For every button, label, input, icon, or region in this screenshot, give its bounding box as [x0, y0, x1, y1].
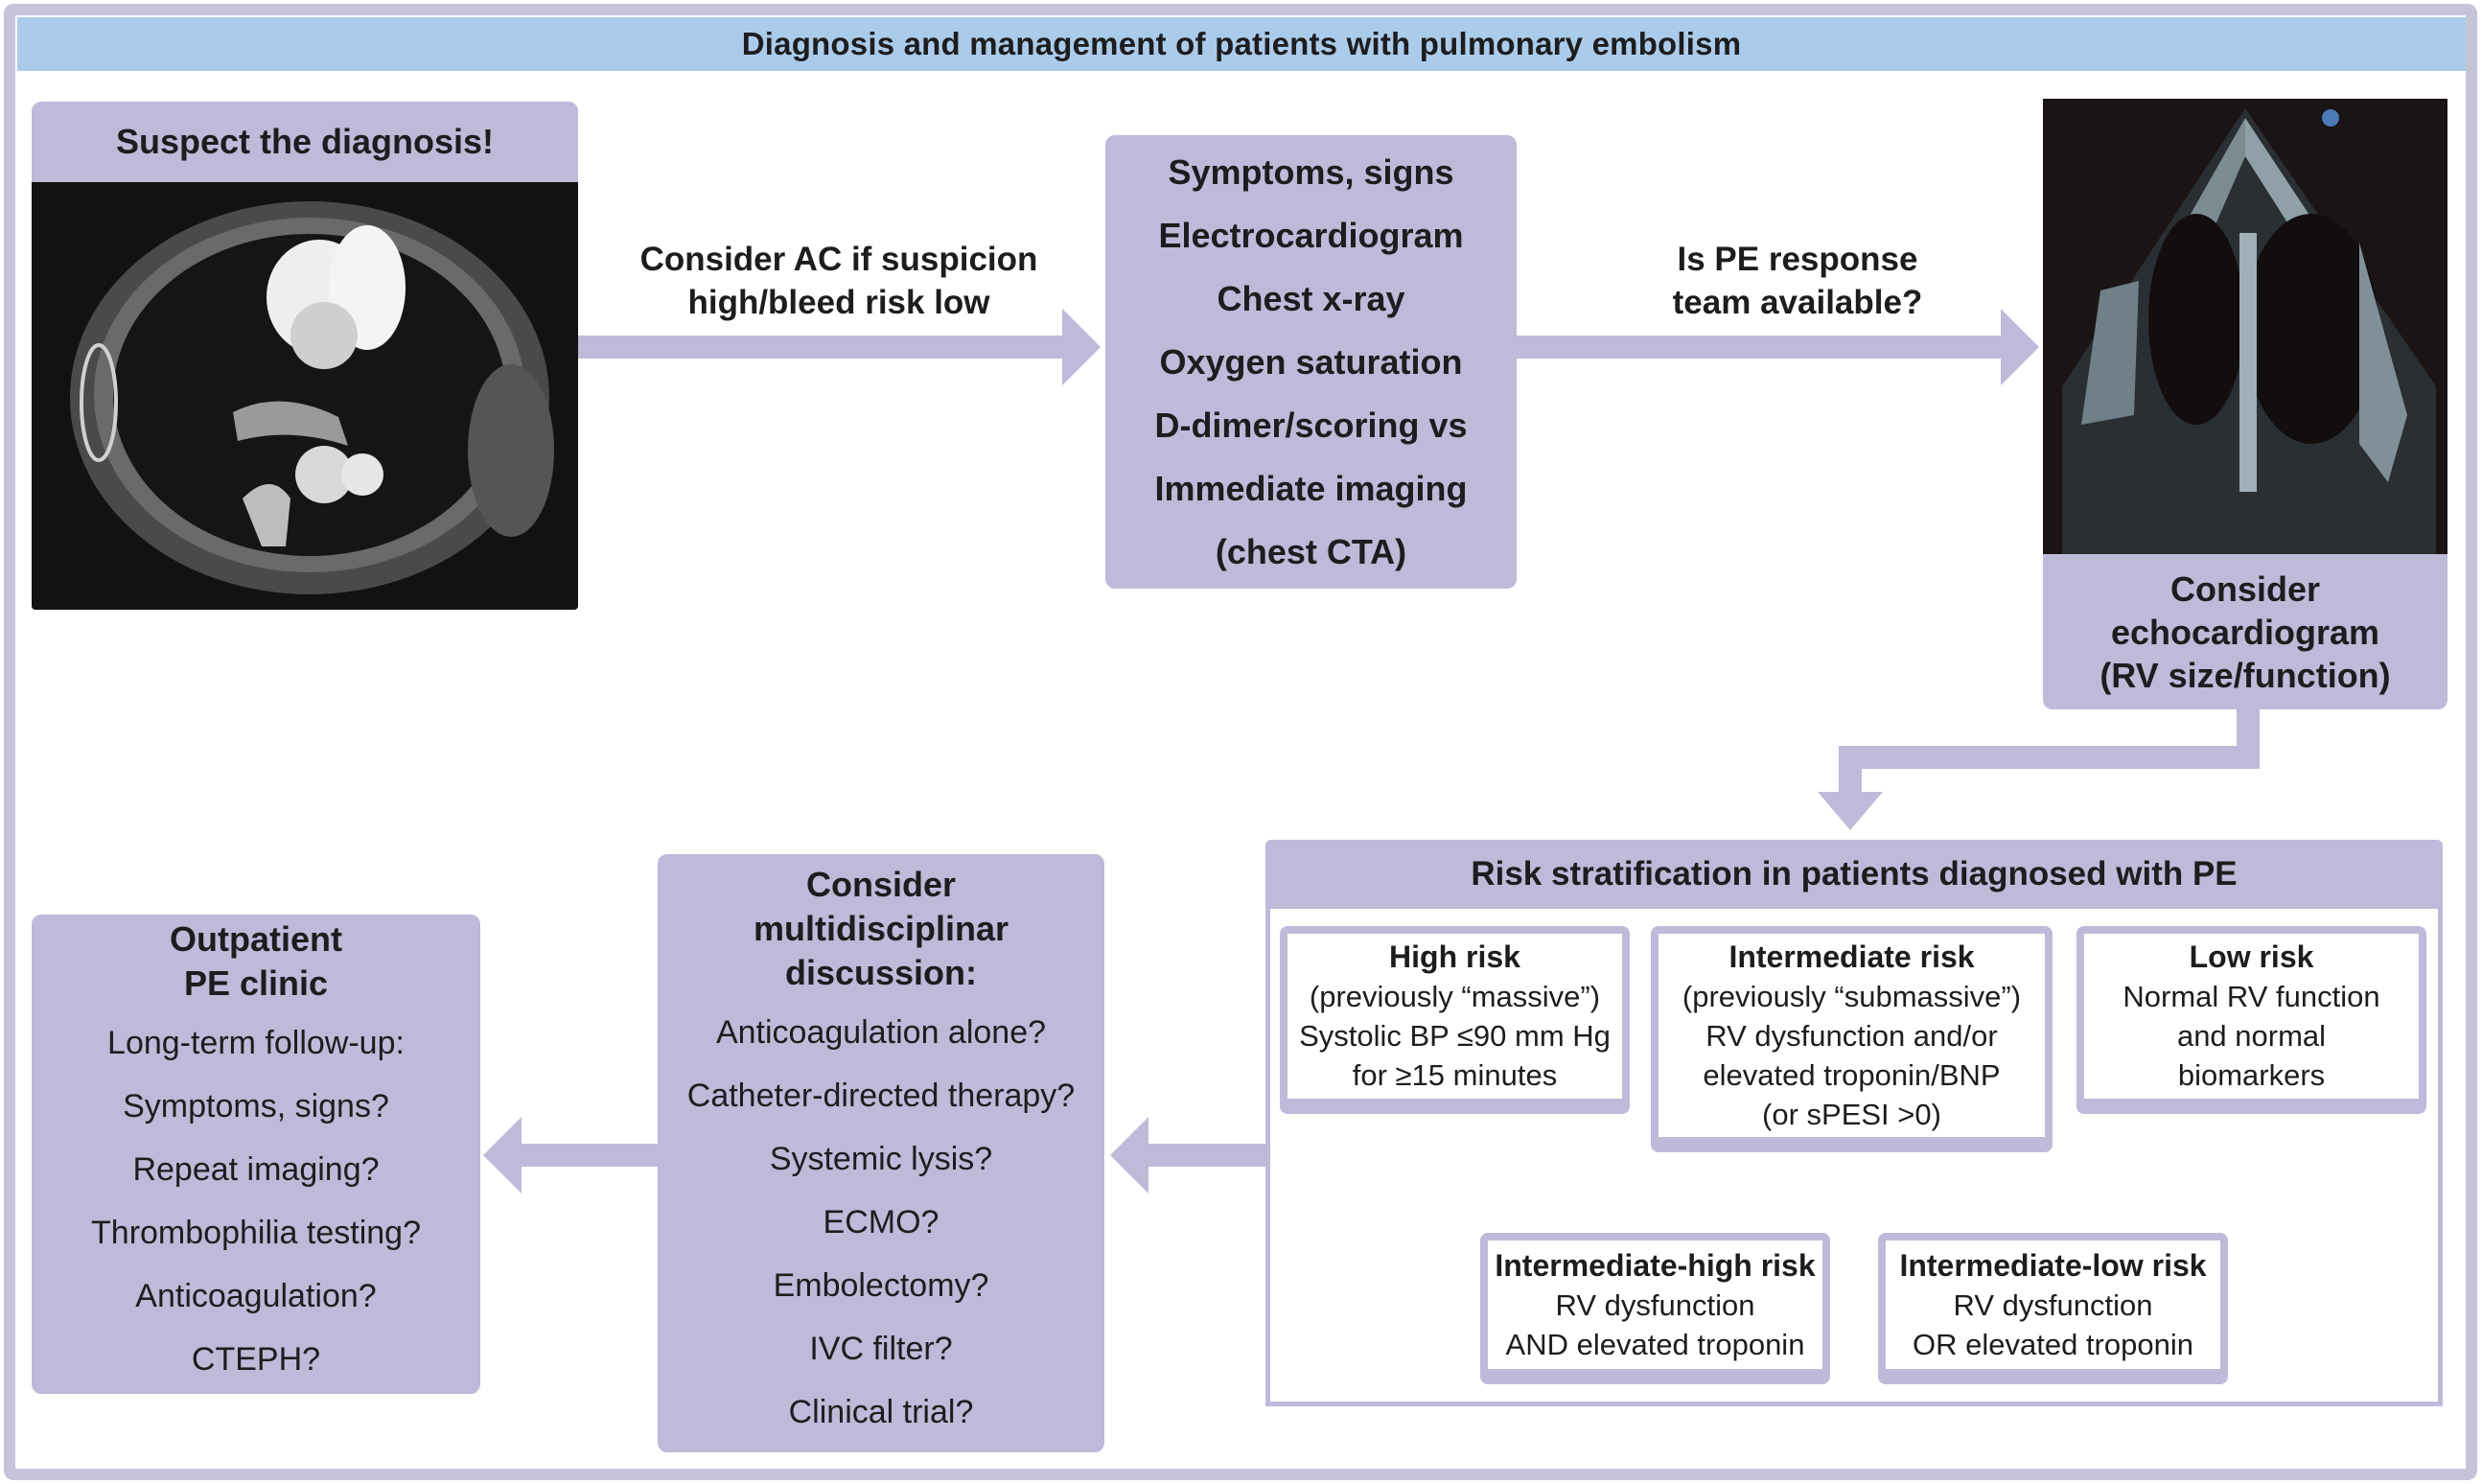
risk-card-title: High risk: [1389, 939, 1520, 974]
workup-item: (chest CTA): [1215, 531, 1407, 571]
workup-item: Immediate imaging: [1154, 468, 1468, 508]
risk-card-line: Normal RV function: [2122, 980, 2380, 1013]
risk-card-line: biomarkers: [2177, 1058, 2326, 1092]
chest-ct-image: [32, 182, 578, 610]
risk-card-intermediate-low: Intermediate-low risk RV dysfunction OR …: [1878, 1233, 2228, 1384]
risk-card-title: Intermediate risk: [1728, 939, 1975, 974]
treatment-option: IVC filter?: [809, 1331, 953, 1367]
risk-card-line: Systolic BP ≤90 mm Hg: [1299, 1019, 1611, 1053]
multidisciplinary-discussion-box: Consider multidisciplinar discussion: An…: [658, 854, 1104, 1452]
arrow-label-line: Consider AC if suspicion: [639, 241, 1038, 278]
suspect-diagnosis-title: Suspect the diagnosis!: [115, 122, 495, 161]
chest-ct-illustration: [32, 182, 578, 610]
risk-card-intermediate: Intermediate risk (previously “submassiv…: [1651, 926, 2053, 1152]
risk-card-line: (previously “submassive”): [1682, 979, 2022, 1013]
risk-card-high: High risk (previously “massive”) Systoli…: [1280, 926, 1630, 1114]
risk-card-line: AND elevated troponin: [1505, 1327, 1805, 1361]
risk-card-intermediate-high: Intermediate-high risk RV dysfunction AN…: [1480, 1233, 1830, 1384]
workup-item: Symptoms, signs: [1168, 151, 1454, 192]
arrow-label-line: high/bleed risk low: [687, 284, 990, 321]
multidisciplinary-title: Consider: [805, 865, 957, 904]
follow-up-item: CTEPH?: [191, 1341, 321, 1378]
arrow-label-anticoagulation: Consider AC if suspicion high/bleed risk…: [594, 238, 1083, 324]
risk-card-line: elevated troponin/BNP: [1703, 1057, 2001, 1092]
caption-line: Consider: [2169, 568, 2321, 609]
initial-workup-box: Symptoms, signs Electrocardiogram Chest …: [1105, 135, 1517, 589]
risk-card-line: RV dysfunction and/or: [1705, 1018, 1998, 1053]
risk-card-line: (or sPESI >0): [1762, 1097, 1941, 1131]
risk-card-title: Intermediate-high risk: [1495, 1247, 1816, 1283]
risk-card-title: Low risk: [2189, 939, 2314, 974]
treatment-option: Systemic lysis?: [769, 1141, 993, 1177]
workup-item: D-dimer/scoring vs: [1154, 405, 1468, 445]
workup-item: Oxygen saturation: [1159, 341, 1463, 382]
follow-up-item: Symptoms, signs?: [123, 1088, 389, 1125]
echocardiogram-illustration: [2043, 99, 2447, 554]
arrow-label-line: Is PE response: [1677, 241, 1918, 278]
outpatient-clinic-box: Outpatient PE clinic Long-term follow-up…: [32, 915, 480, 1394]
risk-card-line: and normal: [2176, 1019, 2327, 1053]
treatment-option: ECMO?: [823, 1204, 939, 1241]
arrow-label-pe-response-team: Is PE response team available?: [1572, 238, 2023, 324]
follow-up-item: Long-term follow-up:: [107, 1025, 405, 1061]
risk-card-line: RV dysfunction: [1555, 1287, 1755, 1322]
risk-card-low: Low risk Normal RV function and normal b…: [2076, 926, 2426, 1114]
follow-up-item: Anticoagulation?: [135, 1278, 377, 1314]
follow-up-item: Thrombophilia testing?: [91, 1215, 421, 1251]
risk-card-line: RV dysfunction: [1953, 1287, 2153, 1322]
multidisciplinary-title: multidisciplinar: [753, 909, 1009, 948]
treatment-option: Embolectomy?: [773, 1267, 989, 1304]
risk-card-title: Intermediate-low risk: [1899, 1247, 2207, 1283]
suspect-diagnosis-box: Suspect the diagnosis!: [32, 102, 578, 610]
risk-card-line: for ≥15 minutes: [1352, 1058, 1558, 1092]
treatment-option: Clinical trial?: [788, 1394, 974, 1430]
risk-card-line: OR elevated troponin: [1913, 1327, 2193, 1361]
arrow-label-line: team available?: [1672, 284, 1923, 321]
workup-item: Electrocardiogram: [1158, 215, 1464, 255]
caption-line: echocardiogram: [2110, 612, 2380, 652]
follow-up-item: Repeat imaging?: [132, 1151, 380, 1188]
outpatient-title: PE clinic: [183, 963, 329, 1003]
diagram-title: Diagnosis and management of patients wit…: [17, 17, 2466, 71]
multidisciplinary-title: discussion:: [784, 953, 978, 992]
caption-line: (RV size/function): [2099, 655, 2391, 695]
workup-item: Chest x-ray: [1217, 278, 1405, 318]
risk-card-line: (previously “massive”): [1309, 980, 1601, 1013]
treatment-option: Anticoagulation alone?: [715, 1014, 1047, 1051]
treatment-option: Catheter-directed therapy?: [686, 1078, 1076, 1114]
risk-stratification-title: Risk stratification in patients diagnose…: [1265, 840, 2443, 909]
echocardiogram-caption: Consider echocardiogram (RV size/functio…: [2043, 554, 2447, 709]
echocardiogram-image: [2043, 99, 2447, 554]
outpatient-title: Outpatient: [170, 919, 342, 959]
